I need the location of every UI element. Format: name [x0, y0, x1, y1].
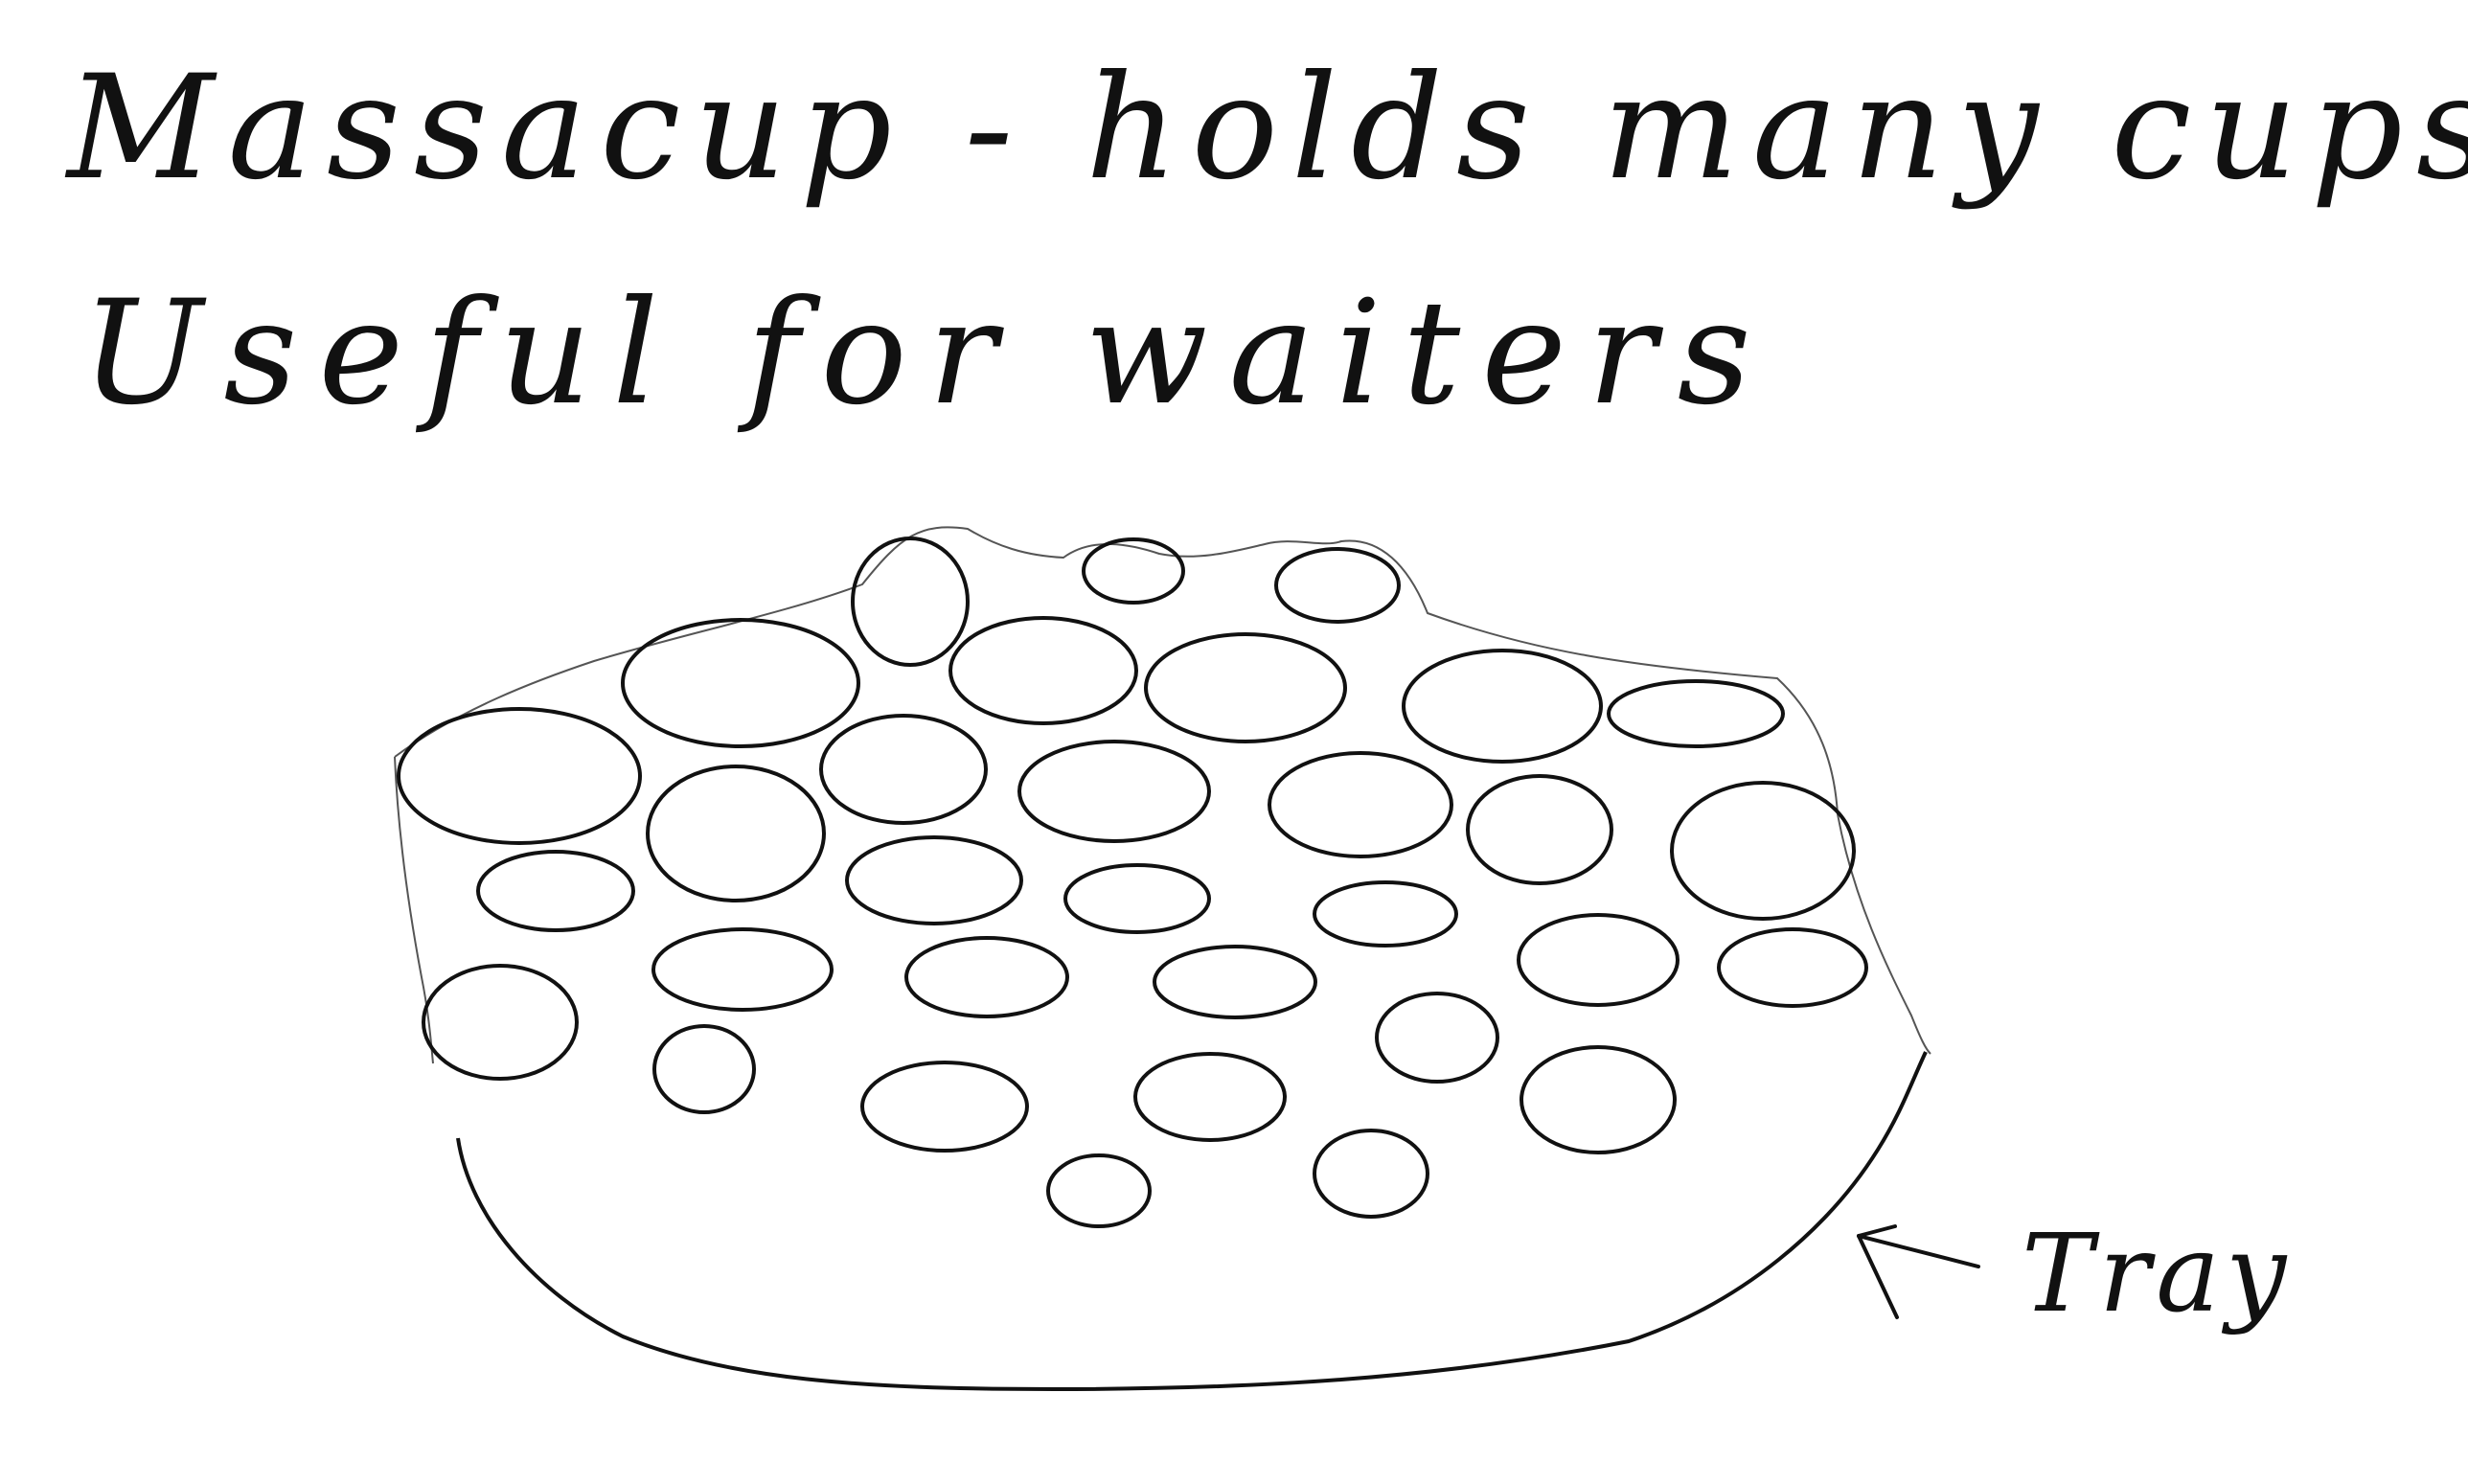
cup-hole [1717, 927, 1868, 1008]
cup-hole [1402, 649, 1603, 764]
tray-arrow [1857, 1224, 1980, 1319]
cup-hole [476, 850, 635, 932]
cup-hole [1133, 1052, 1287, 1142]
cup-hole [1670, 781, 1856, 921]
cup-hole [1082, 537, 1185, 605]
cup-hole [1046, 1153, 1152, 1228]
cup-hole [1517, 913, 1680, 1007]
cup-hole [1063, 863, 1211, 934]
cup-hole [1017, 740, 1211, 843]
cup-hole [904, 936, 1069, 1018]
cup-hole [851, 537, 970, 667]
cup-hole [652, 1024, 756, 1114]
cup-hole [1520, 1045, 1677, 1154]
cup-hole [1466, 774, 1613, 885]
cup-group [397, 537, 1868, 1228]
cup-hole [1313, 880, 1458, 947]
tray-top-outline [394, 526, 1931, 1055]
cup-hole [621, 618, 860, 748]
cup-hole [860, 1061, 1029, 1153]
cup-hole [1375, 992, 1499, 1084]
cup-hole [651, 927, 834, 1012]
cup-hole [422, 964, 579, 1081]
cup-hole [1313, 1129, 1429, 1219]
cup-hole [646, 765, 826, 902]
title-line-1: Massacup - holds many cups! [64, 45, 2468, 212]
cup-hole [1153, 945, 1317, 1019]
cup-hole [1268, 751, 1453, 858]
tray-base [456, 1051, 1928, 1392]
cup-hole [1274, 547, 1401, 624]
cup-hole [397, 707, 642, 845]
cup-hole [948, 616, 1138, 725]
cup-hole [819, 714, 988, 825]
title-line-2: Useful for waiters [81, 270, 1772, 437]
tray-left-outline [394, 756, 434, 1064]
cup-hole [1144, 632, 1347, 743]
cup-hole [845, 835, 1023, 925]
cup-hole [1607, 679, 1785, 748]
tray-label: Tray [2022, 1212, 2292, 1336]
